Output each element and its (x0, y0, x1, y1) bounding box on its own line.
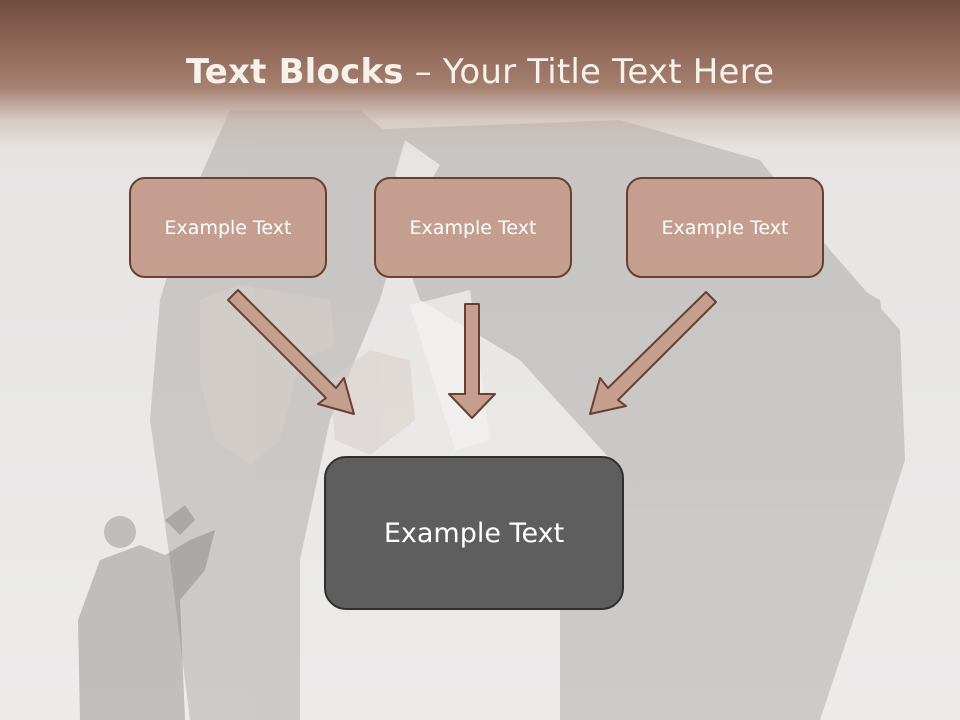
text-block-center-label: Example Text (383, 517, 565, 549)
text-block-left-label: Example Text (164, 216, 292, 239)
title-bar (0, 0, 960, 150)
text-block-right-label: Example Text (661, 216, 789, 239)
text-block-middle[interactable]: Example Text (374, 177, 572, 278)
text-block-middle-label: Example Text (409, 216, 537, 239)
text-block-left[interactable]: Example Text (129, 177, 327, 278)
slide-title: Text Blocks – Your Title Text Here (0, 52, 960, 92)
text-block-right[interactable]: Example Text (626, 177, 824, 278)
slide-title-rest: – Your Title Text Here (403, 52, 775, 92)
text-block-center[interactable]: Example Text (324, 456, 624, 610)
slide-title-bold: Text Blocks (185, 52, 404, 92)
